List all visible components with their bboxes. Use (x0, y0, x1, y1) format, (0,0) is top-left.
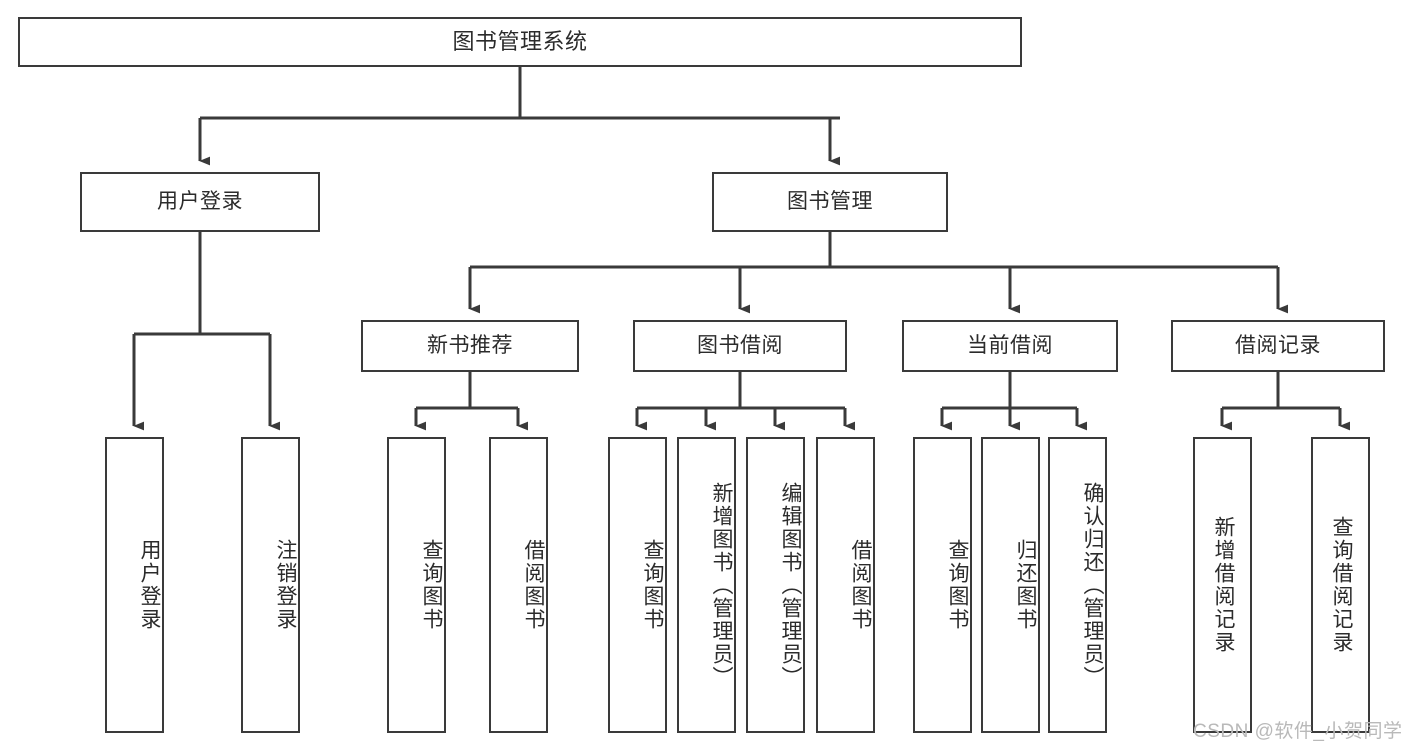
watermark-text: CSDN @软件_小贺同学 (1193, 721, 1403, 742)
node-leaf-user-login[interactable]: 用户登录 (105, 437, 164, 733)
node-borrow-record-label: 借阅记录 (1235, 333, 1321, 357)
node-book-manage[interactable]: 图书管理 (712, 172, 948, 232)
node-root[interactable]: 图书管理系统 (18, 17, 1022, 67)
node-leaf-borrow-book-1-label: 借阅图书 (522, 539, 545, 631)
node-current-borrow-label: 当前借阅 (967, 333, 1053, 357)
node-book-borrow[interactable]: 图书借阅 (633, 320, 847, 372)
node-borrow-record[interactable]: 借阅记录 (1171, 320, 1385, 372)
node-leaf-logout-label: 注销登录 (274, 539, 297, 631)
node-leaf-confirm-return-label: 确认归还（管理员） (1081, 481, 1104, 689)
node-leaf-confirm-return[interactable]: 确认归还（管理员） (1048, 437, 1107, 733)
node-user-login[interactable]: 用户登录 (80, 172, 320, 232)
node-leaf-query-record[interactable]: 查询借阅记录 (1311, 437, 1370, 733)
node-current-borrow[interactable]: 当前借阅 (902, 320, 1118, 372)
node-book-borrow-label: 图书借阅 (697, 333, 783, 357)
node-leaf-borrow-book-1[interactable]: 借阅图书 (489, 437, 548, 733)
node-new-book-rec[interactable]: 新书推荐 (361, 320, 579, 372)
node-leaf-add-book[interactable]: 新增图书（管理员） (677, 437, 736, 733)
node-leaf-query-book-1[interactable]: 查询图书 (387, 437, 446, 733)
node-leaf-add-book-label: 新增图书（管理员） (710, 481, 733, 689)
node-leaf-user-login-label: 用户登录 (138, 539, 161, 631)
node-leaf-query-book-3-label: 查询图书 (946, 539, 969, 631)
node-book-manage-label: 图书管理 (787, 189, 873, 213)
node-leaf-add-record[interactable]: 新增借阅记录 (1193, 437, 1252, 733)
node-leaf-logout[interactable]: 注销登录 (241, 437, 300, 733)
node-leaf-borrow-book-2-label: 借阅图书 (849, 539, 872, 631)
node-leaf-query-book-3[interactable]: 查询图书 (913, 437, 972, 733)
node-leaf-query-record-label: 查询借阅记录 (1329, 516, 1353, 654)
node-leaf-add-record-label: 新增借阅记录 (1211, 516, 1235, 654)
node-leaf-return-book-label: 归还图书 (1014, 539, 1037, 631)
node-user-login-label: 用户登录 (157, 189, 243, 213)
node-leaf-return-book[interactable]: 归还图书 (981, 437, 1040, 733)
node-root-label: 图书管理系统 (452, 28, 588, 54)
node-leaf-query-book-1-label: 查询图书 (420, 539, 443, 631)
node-leaf-edit-book-label: 编辑图书（管理员） (779, 481, 802, 689)
node-new-book-rec-label: 新书推荐 (427, 333, 513, 357)
node-leaf-query-book-2-label: 查询图书 (641, 539, 664, 631)
node-leaf-borrow-book-2[interactable]: 借阅图书 (816, 437, 875, 733)
node-leaf-query-book-2[interactable]: 查询图书 (608, 437, 667, 733)
node-leaf-edit-book[interactable]: 编辑图书（管理员） (746, 437, 805, 733)
